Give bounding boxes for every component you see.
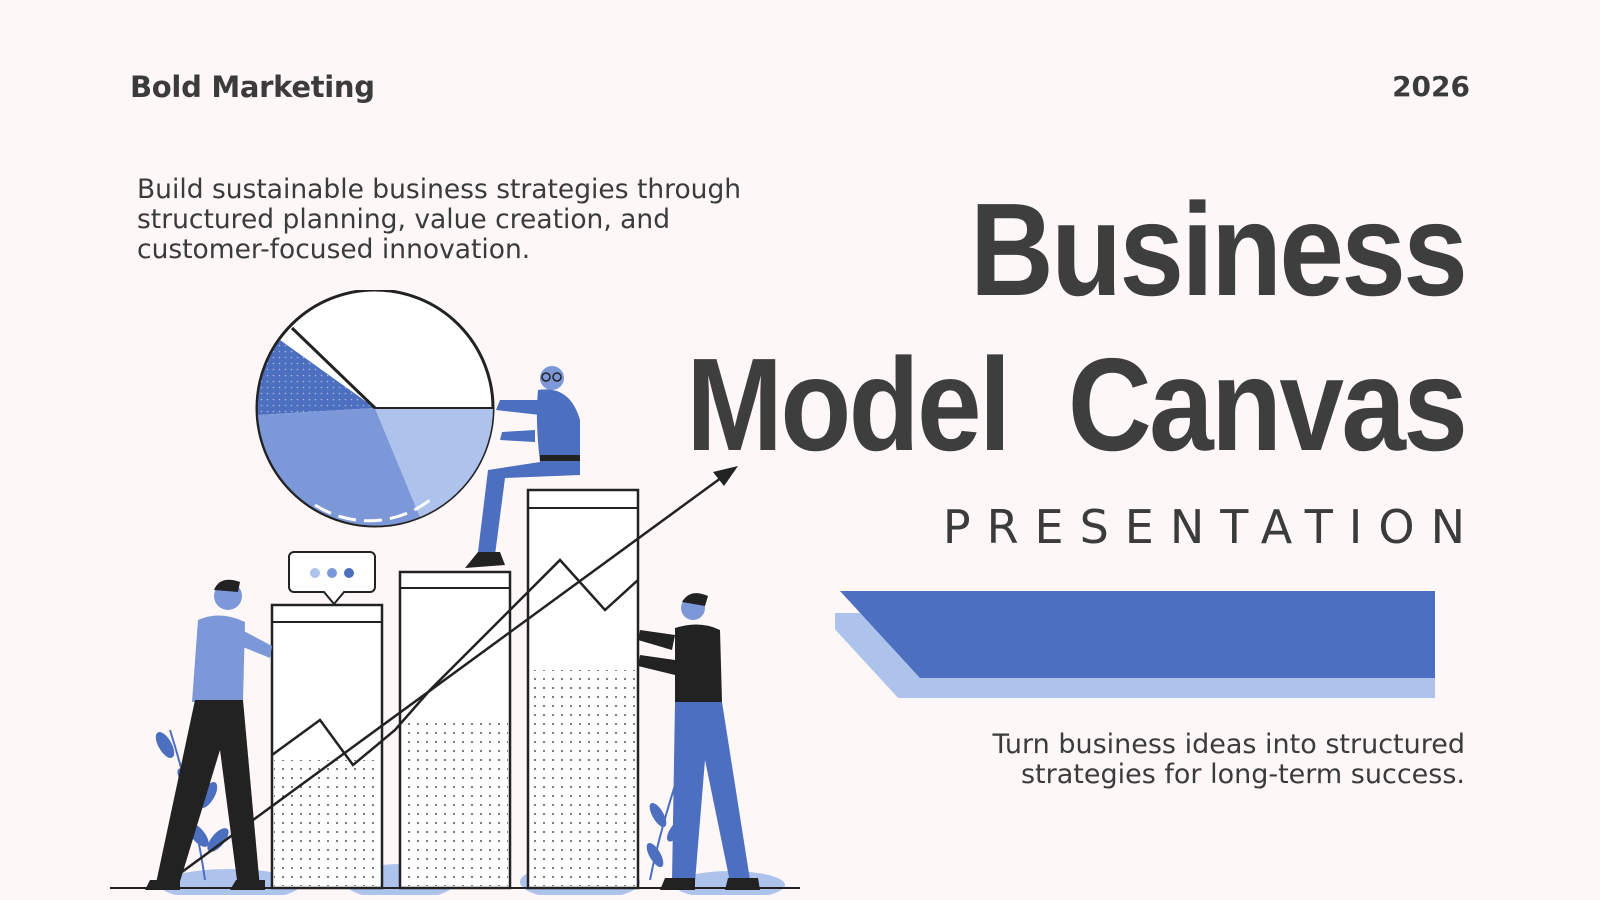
year-label: 2026 xyxy=(1392,70,1470,103)
person-icon xyxy=(465,366,580,568)
bar-chart-icon xyxy=(270,488,640,890)
intro-paragraph: Build sustainable business strategies th… xyxy=(137,174,742,265)
page-title: Business Model Canvas xyxy=(580,172,1468,482)
tagline: Turn business ideas into structured stra… xyxy=(992,729,1466,790)
person-icon xyxy=(145,579,272,890)
subtitle: PRESENTATION xyxy=(942,500,1481,554)
person-icon xyxy=(638,593,760,890)
business-growth-illustration xyxy=(110,290,800,895)
accent-ribbon xyxy=(835,591,1435,698)
pie-chart-icon xyxy=(255,290,495,528)
speech-bubble-icon xyxy=(288,551,376,606)
trend-zigzag xyxy=(271,558,639,767)
brand-name: Bold Marketing xyxy=(130,70,375,104)
title-line-1: Business xyxy=(969,176,1468,323)
growth-arrow-icon xyxy=(159,466,738,890)
ribbon-main xyxy=(840,591,1435,678)
title-line-2: Model Canvas xyxy=(685,331,1468,478)
